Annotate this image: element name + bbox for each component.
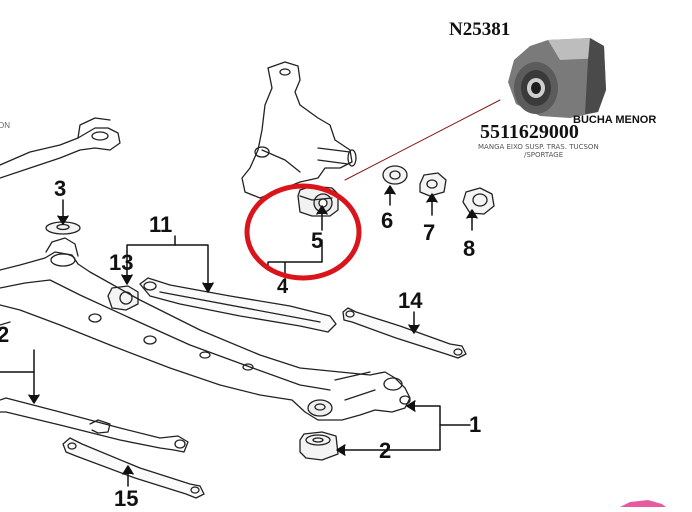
highlight-circle (244, 183, 362, 281)
part-description-line2: /SPORTAGE (524, 151, 564, 159)
link-arm-4-part (139, 277, 337, 333)
washer-6-part (382, 165, 408, 185)
bushing-2-part (299, 431, 339, 461)
photo-leader-line (344, 99, 501, 181)
edge-fragment-text: ON (0, 121, 10, 130)
callout-8: 8 (463, 236, 476, 261)
link-14-part (342, 307, 467, 359)
callout-13: 13 (109, 250, 134, 275)
reference-code: N25381 (449, 19, 511, 40)
callout-leaders (0, 185, 478, 487)
bushing-5-part (297, 185, 339, 217)
part-description-line1: MANGA EIXO SUSP. TRAS. TUCSON (478, 143, 599, 151)
callout-2-left: 2 (0, 322, 10, 347)
bushing-1-part (307, 399, 333, 417)
bushing-13-part (107, 285, 139, 311)
lower-rod-part (0, 397, 189, 453)
part-number: 5511629000 (480, 121, 579, 143)
link-15-part (62, 437, 205, 499)
knuckle-part (241, 61, 357, 199)
bushing-label: BUCHA MENOR (573, 114, 657, 126)
upper-arm-part (0, 117, 121, 179)
callout-11: 11 (149, 212, 173, 237)
callout-4: 4 (277, 276, 289, 298)
callout-7: 7 (423, 220, 436, 245)
callout-14: 14 (398, 288, 423, 313)
callout-6: 6 (381, 208, 394, 233)
crossmember-part (0, 237, 411, 421)
callout-5: 5 (311, 228, 324, 253)
bushing-8-part (462, 187, 495, 215)
callout-1: 1 (469, 412, 482, 437)
callout-15: 15 (114, 486, 139, 511)
corner-mark (620, 500, 666, 507)
bushing-photo (508, 38, 606, 118)
nut-7-part (419, 172, 447, 197)
callout-3: 3 (54, 176, 67, 201)
callout-2: 2 (379, 438, 392, 463)
